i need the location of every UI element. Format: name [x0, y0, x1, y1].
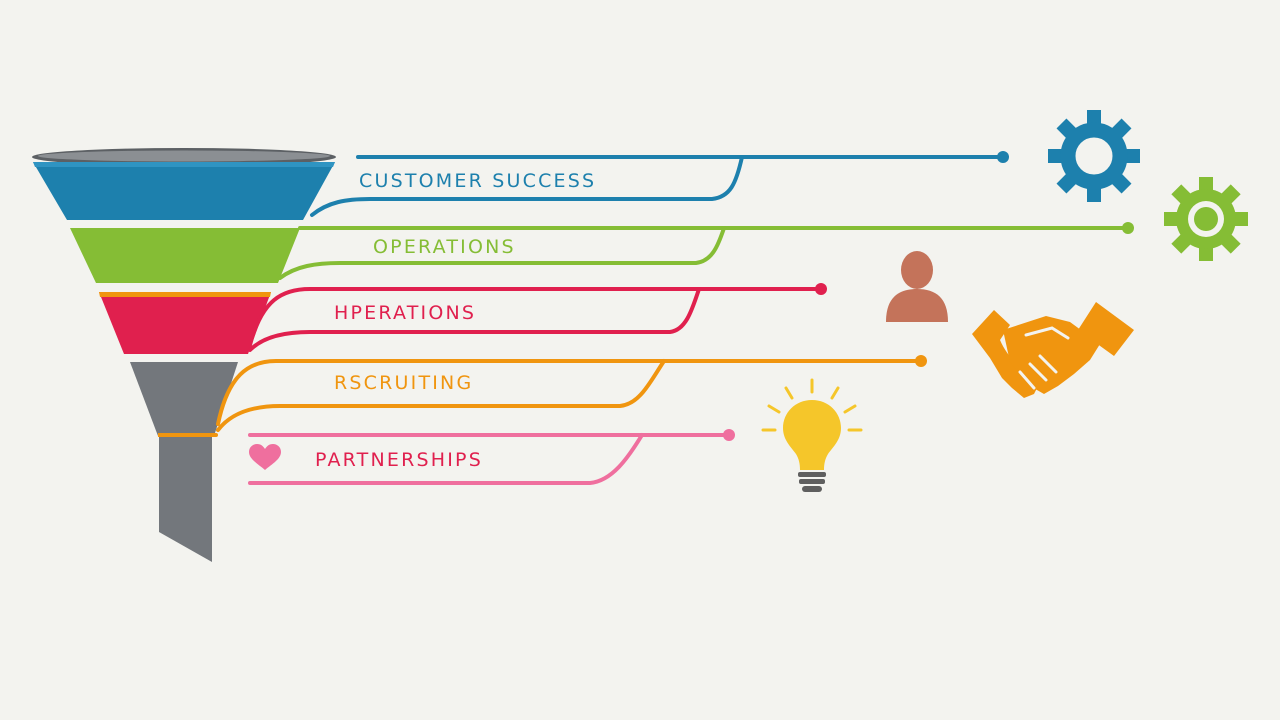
stage-label-recruiting: RSCRUITING [334, 372, 473, 394]
connector-end-dot-partnerships [723, 429, 735, 441]
heart-icon [249, 444, 281, 470]
funnel-layer-operations [70, 228, 300, 283]
stage-label-partnerships: PARTNERSHIPS [315, 449, 483, 471]
stage-label-customer-success: CUSTOMER SUCCESS [359, 170, 596, 192]
connector-end-dot-customer-success [997, 151, 1009, 163]
gear-icon [1164, 177, 1248, 261]
gear-icon [1048, 110, 1140, 202]
handshake-icon [972, 302, 1134, 398]
person-icon [886, 251, 948, 322]
stage-label-operations: OPERATIONS [373, 236, 516, 258]
stage-labels: CUSTOMER SUCCESS OPERATIONS HPERATIONS R… [315, 170, 596, 471]
connector-end-dot-mperations [815, 283, 827, 295]
connector-lines [158, 151, 1134, 485]
funnel-layer-customer-success [33, 162, 335, 220]
funnel-layer-mperations [99, 292, 271, 354]
connector-end-dot-recruiting [915, 355, 927, 367]
funnel [32, 148, 336, 562]
connector-recruiting [216, 359, 922, 426]
connector-end-dot-operations [1122, 222, 1134, 234]
stage-label-mperations: HPERATIONS [334, 302, 476, 324]
funnel-spout [159, 436, 212, 562]
connector-mperations [248, 287, 822, 347]
lightbulb-icon [761, 378, 863, 492]
funnel-layer-recruiting [130, 362, 238, 436]
